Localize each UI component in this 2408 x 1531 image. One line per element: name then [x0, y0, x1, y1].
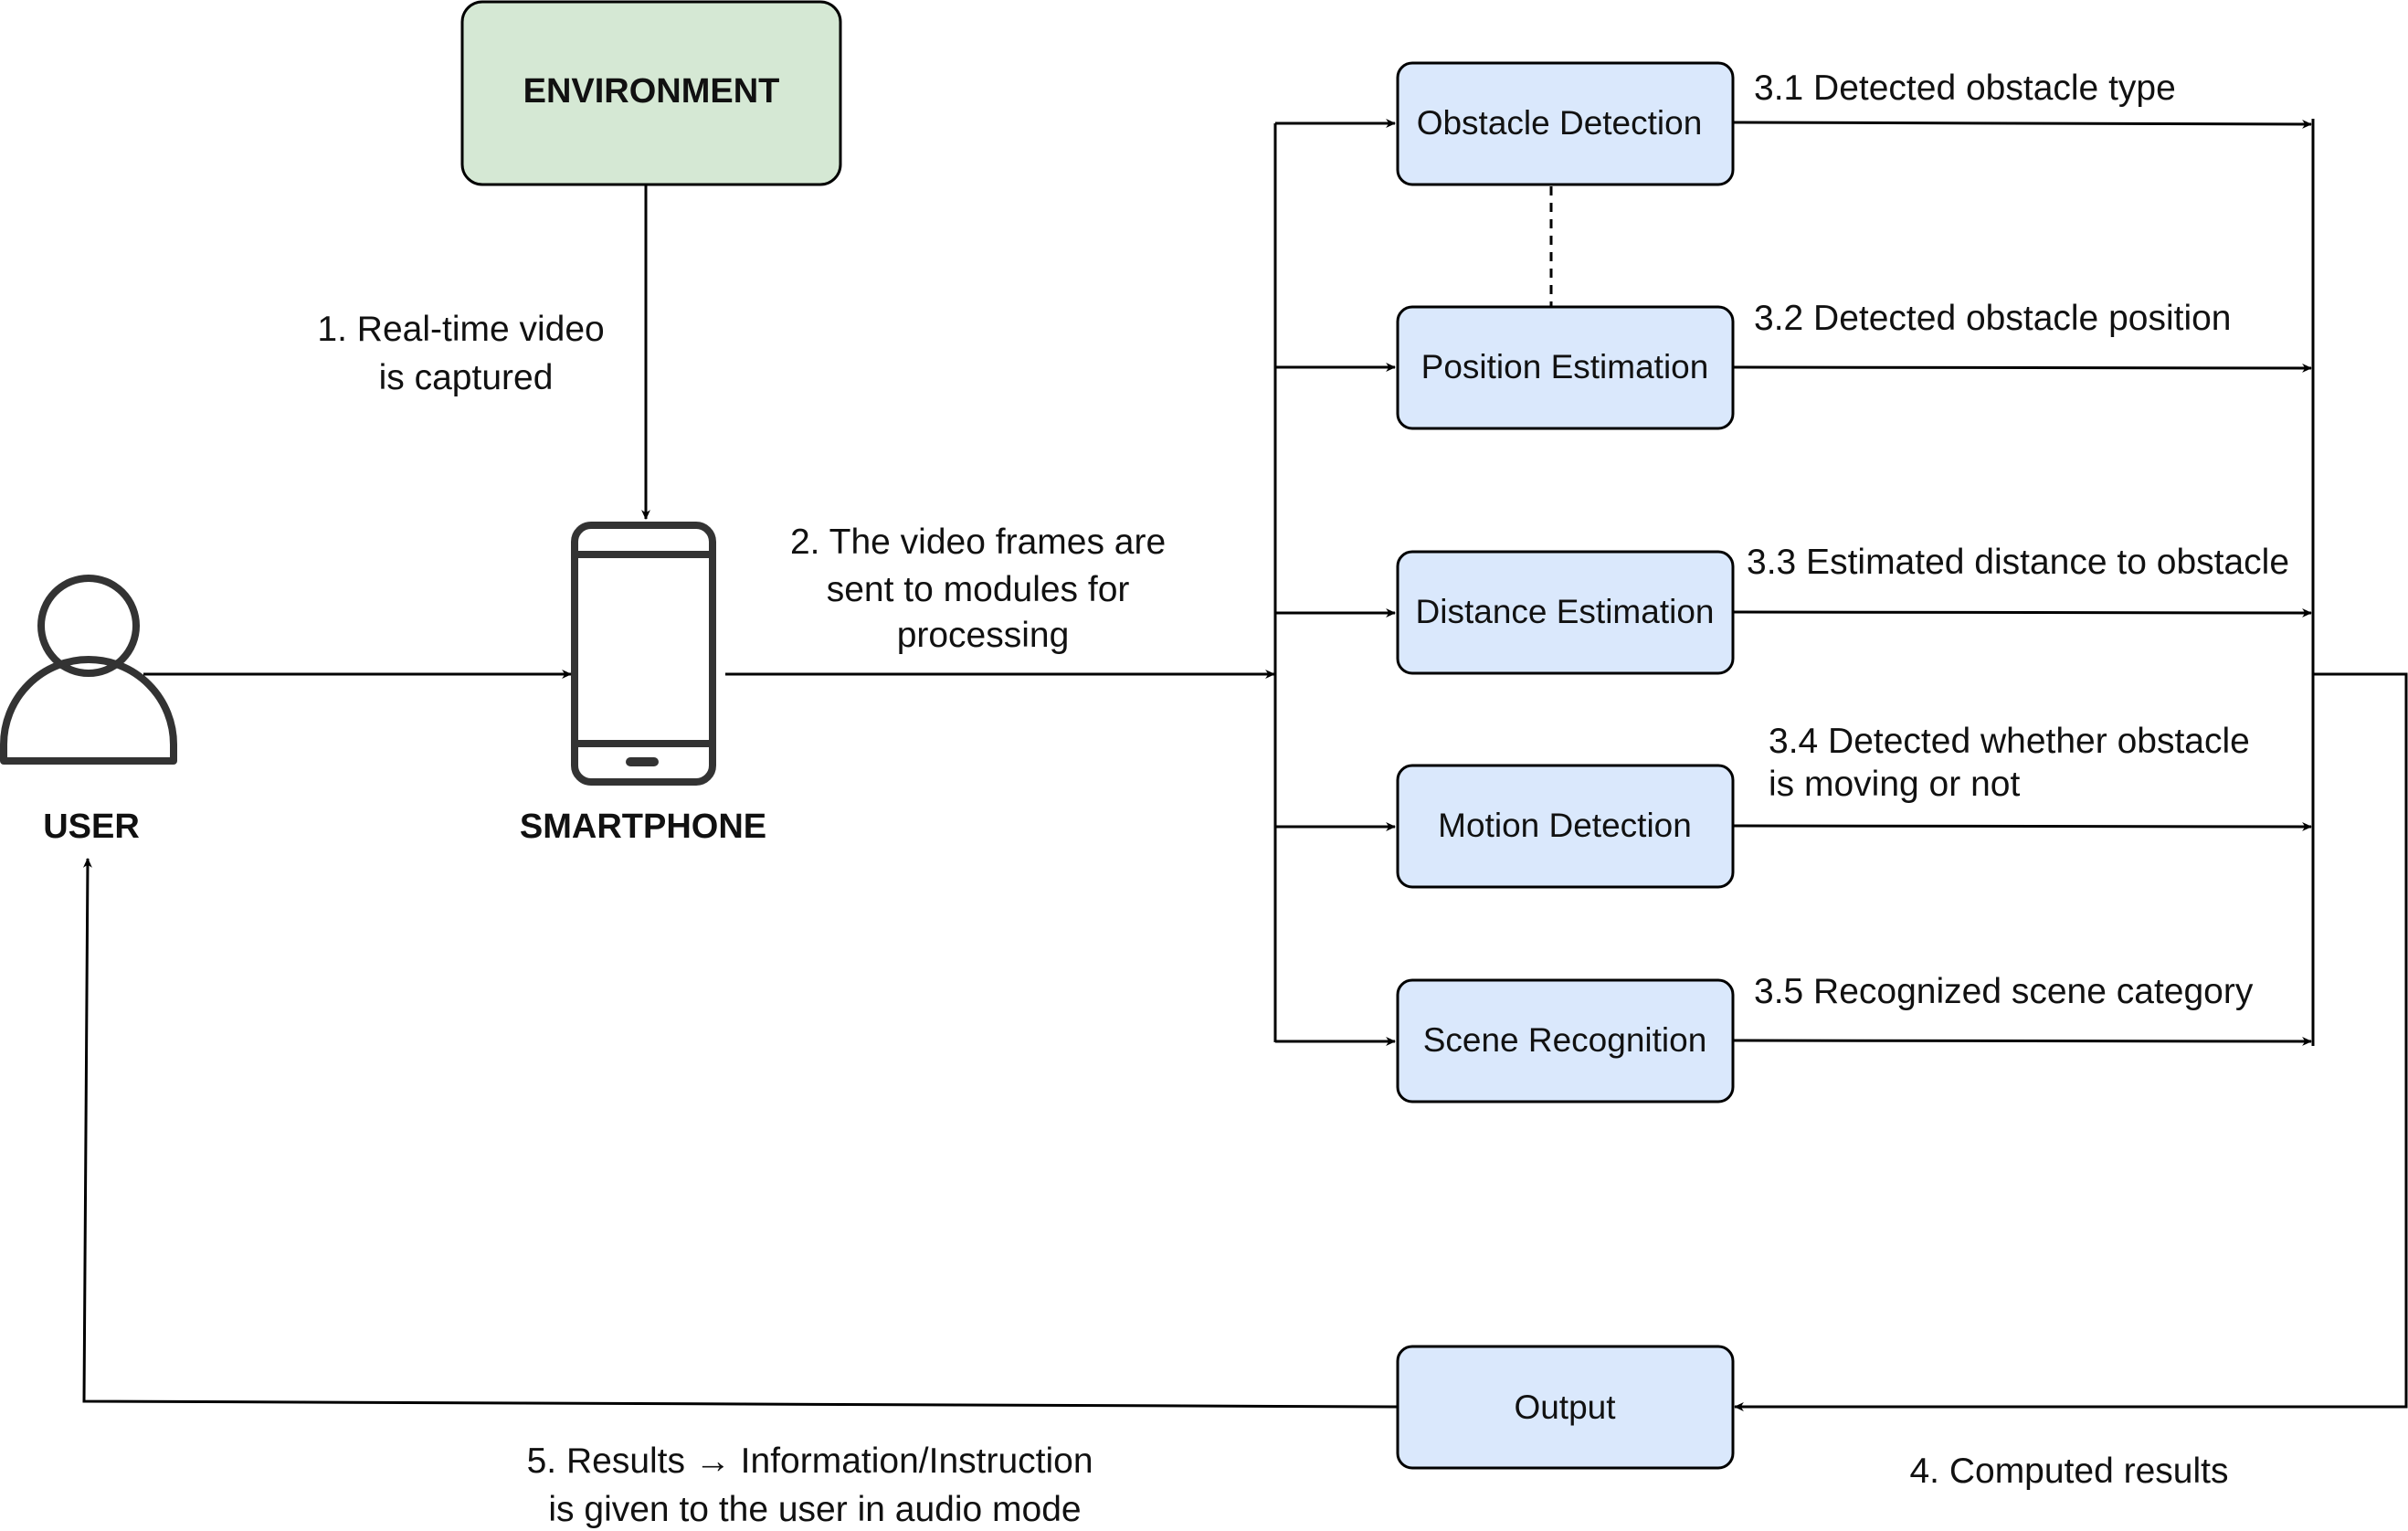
step5-label: 5. Results → Information/Instruction is …	[527, 1441, 1104, 1529]
step2-line1: 2. The video frames are	[790, 523, 1166, 562]
module-label: Obstacle Detection	[1417, 104, 1703, 142]
step3-4-line1: 3.4 Detected whether obstacle	[1769, 722, 2250, 761]
output-box	[1396, 1345, 1735, 1470]
edge-scene-recognition-out	[1732, 1037, 2313, 1046]
edge-distance-estimation-out	[1732, 608, 2313, 618]
step1-line1: 1. Real-time video	[317, 310, 604, 349]
module-obstacle-detection: Obstacle Detection	[1396, 61, 1735, 186]
step3-4-line2: is moving or not	[1769, 765, 2020, 804]
module-motion-detection: Motion Detection	[1396, 764, 1735, 889]
module-label: Scene Recognition	[1423, 1021, 1707, 1059]
environment-box	[460, 0, 842, 186]
module-scene-recognition: Scene Recognition	[1396, 978, 1735, 1103]
edge-obstacle-detection-out	[1732, 120, 2313, 129]
module-label: Distance Estimation	[1416, 593, 1715, 630]
module-position-estimation: Position Estimation	[1396, 305, 1735, 430]
step3-1-label: 3.1 Detected obstacle type	[1754, 69, 2176, 108]
step2-label: 2. The video frames are sent to modules …	[790, 523, 1176, 655]
step4-label: 4. Computed results	[1909, 1452, 2228, 1491]
step2-line3: processing	[897, 616, 1070, 655]
output-label: Output	[1514, 1388, 1616, 1426]
edge-bus-to-output	[1733, 672, 2408, 1411]
step5-line1: 5. Results → Information/Instruction	[527, 1441, 1093, 1481]
edge-output-to-user	[82, 857, 1399, 1409]
environment-label: ENVIRONMENT	[523, 72, 780, 111]
step5-line2: is given to the user in audio mode	[548, 1490, 1081, 1529]
smartphone-icon	[571, 522, 716, 786]
module-label: Position Estimation	[1421, 348, 1709, 385]
environment-node: ENVIRONMENT	[460, 0, 842, 186]
edge-position-estimation-out	[1732, 364, 2313, 373]
module-distance-estimation: Distance Estimation	[1396, 550, 1735, 675]
edge-motion-detection-out	[1732, 822, 2313, 831]
module-label: Motion Detection	[1438, 807, 1692, 844]
user-icon	[0, 575, 177, 765]
step1-label: 1. Real-time video is captured	[317, 310, 614, 397]
step3-2-label: 3.2 Detected obstacle position	[1754, 299, 2232, 338]
step3-4-label: 3.4 Detected whether obstacle is moving …	[1769, 722, 2260, 804]
step3-3-label: 3.3 Estimated distance to obstacle	[1747, 543, 2289, 582]
step2-line2: sent to modules for	[827, 570, 1130, 609]
user-label: USER	[43, 808, 140, 846]
step3-5-label: 3.5 Recognized scene category	[1754, 972, 2254, 1011]
step1-line2: is captured	[379, 358, 554, 397]
output-node: Output	[1396, 1345, 1735, 1470]
smartphone-label: SMARTPHONE	[520, 808, 766, 846]
